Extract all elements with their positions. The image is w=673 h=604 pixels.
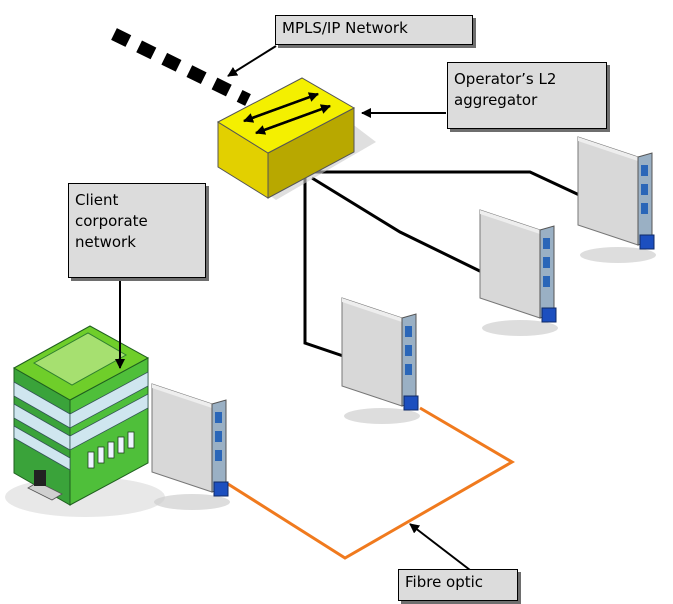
- fibre-optic-link: [227, 406, 515, 560]
- aggregator-label-line1: Operator’s L2: [454, 70, 557, 88]
- network-terminal-icon: [479, 209, 559, 337]
- fibre-callout-arrow: [409, 523, 471, 571]
- network-terminal-icon: [577, 136, 657, 264]
- aggregator-label-line2: aggregator: [454, 91, 538, 109]
- copper-links: [303, 170, 591, 362]
- building-icon: [5, 325, 165, 517]
- mpls-label-text: MPLS/IP Network: [282, 19, 408, 37]
- aggregator-label: Operator’s L2 aggregator: [447, 62, 607, 129]
- fibre-optic-label: Fibre optic: [398, 569, 518, 601]
- mpls-callout-arrow: [227, 45, 277, 77]
- mpls-uplink: [111, 28, 251, 106]
- client-label-line3: network: [75, 233, 136, 251]
- client-label-line2: corporate: [75, 212, 148, 230]
- switch-icon: [216, 77, 376, 200]
- network-terminal-icon: [341, 297, 421, 425]
- mpls-network-label: MPLS/IP Network: [275, 15, 473, 45]
- client-network-label: Client corporate network: [68, 183, 206, 278]
- fibre-label-text: Fibre optic: [405, 573, 484, 591]
- network-terminal-icon: [151, 383, 231, 511]
- client-label-line1: Client: [75, 191, 119, 209]
